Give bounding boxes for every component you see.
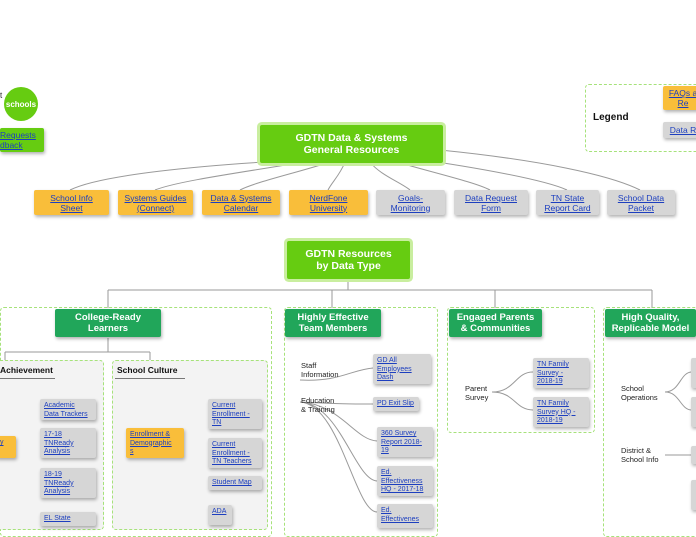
tnready-1718-link[interactable]: 17-18 TNReady Analysis [40, 428, 96, 458]
tn-family-survey-link[interactable]: TN Family Survey - 2018-19 [533, 358, 589, 388]
culture-underline [115, 378, 185, 379]
model-extra-link[interactable] [691, 480, 696, 510]
school-operations-label: School Operations [621, 384, 658, 402]
achievement-title: Achievement [0, 365, 53, 375]
gd-all-employees-link[interactable]: GD All Employees Dash [373, 354, 431, 384]
survey-360-link[interactable]: 360 Survey Report 2018- 19 [377, 427, 433, 457]
legend-faq-swatch[interactable]: FAQs a Re [663, 86, 696, 110]
legend-data-swatch[interactable]: Data R [663, 122, 696, 138]
ed-effectiveness-1718-link[interactable]: Ed. Effectiveness HQ - 2017-18 [377, 466, 433, 496]
enrollment-tn-teachers-link[interactable]: Current Enrollment - TN Teachers [208, 438, 262, 468]
requests-feedback-link[interactable]: Requests dback [0, 128, 44, 152]
student-map-link[interactable]: Student Map [208, 476, 262, 490]
model-region [603, 307, 696, 537]
cutoff-text: t [0, 91, 3, 100]
team-members-tab[interactable]: Highly Effective Team Members [285, 309, 381, 337]
culture-title: School Culture [117, 365, 178, 375]
district-school-info-label: District & School Info [621, 446, 659, 464]
el-state-link[interactable]: EL State [40, 512, 96, 526]
goals-monitoring-link[interactable]: Goals- Monitoring [376, 190, 445, 215]
staff-information-label: Staff Information [301, 361, 339, 379]
data-systems-calendar-link[interactable]: Data & Systems Calendar [202, 190, 280, 215]
ed-effectiveness-link[interactable]: Ed. Effectivenes [377, 504, 433, 528]
pd-exit-slip-link[interactable]: PD Exit Slip [373, 397, 419, 411]
legend-region [585, 84, 696, 152]
college-ready-tab[interactable]: College-Ready Learners [55, 309, 161, 337]
model-ops-link-1[interactable] [691, 358, 696, 388]
achievement-underline [0, 378, 55, 379]
education-training-label: Education & Training [301, 396, 335, 414]
achievement-group-link[interactable]: y [0, 436, 16, 458]
legend-title: Legend [593, 112, 629, 123]
parents-region [447, 307, 595, 433]
data-request-form-link[interactable]: Data Request Form [454, 190, 528, 215]
parents-tab[interactable]: Engaged Parents & Communities [449, 309, 542, 337]
tn-state-report-card-link[interactable]: TN State Report Card [536, 190, 599, 215]
achievement-group-label: y [0, 439, 4, 446]
by-data-type-node[interactable]: GDTN Resources by Data Type [287, 241, 410, 279]
enrollment-tn-link[interactable]: Current Enrollment - TN [208, 399, 262, 429]
general-resources-node[interactable]: GDTN Data & Systems General Resources [260, 125, 443, 163]
schools-logo-text: schools [5, 99, 37, 109]
parent-survey-label: Parent Survey [465, 384, 489, 402]
schools-logo-icon: schools [4, 87, 38, 121]
nerdfone-university-link[interactable]: NerdFone University [289, 190, 368, 215]
ada-link[interactable]: ADA [208, 505, 232, 525]
systems-guides-link[interactable]: Systems Guides (Connect) [118, 190, 193, 215]
academic-trackers-link[interactable]: Academic Data Trackers [40, 399, 96, 420]
school-data-packet-link[interactable]: School Data Packet [607, 190, 675, 215]
model-ops-link-2[interactable] [691, 397, 696, 427]
team-members-region [284, 307, 438, 537]
tn-family-survey-hq-link[interactable]: TN Family Survey HQ - 2018-19 [533, 397, 589, 427]
model-district-link[interactable] [691, 446, 696, 464]
tnready-1819-link[interactable]: 18-19 TNReady Analysis [40, 468, 96, 498]
model-tab[interactable]: High Quality, Replicable Model [605, 309, 696, 337]
enrollment-demographics-link[interactable]: Enrollment & Demographic s [126, 428, 184, 458]
school-info-sheet-link[interactable]: School Info Sheet [34, 190, 109, 215]
